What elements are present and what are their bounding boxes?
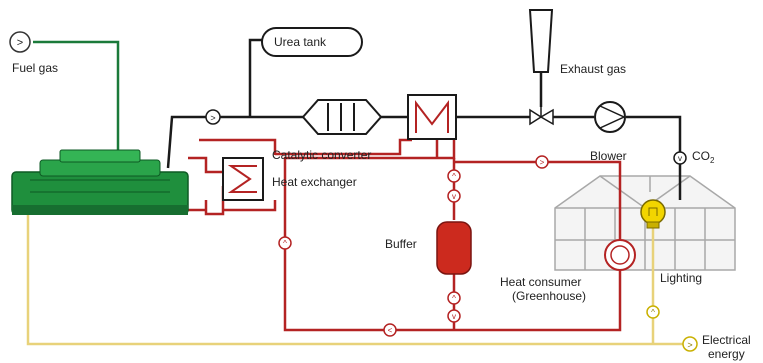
greenhouse-icon	[554, 175, 736, 271]
fuel-gas-arrow-icon: >	[9, 31, 31, 53]
lamp-icon	[640, 199, 666, 229]
blower-label: Blower	[590, 149, 627, 163]
svg-text:^: ^	[452, 294, 456, 303]
heat-consumer-label: Heat consumer	[500, 275, 581, 289]
heat-exchanger-label: Heat exchanger	[272, 175, 357, 189]
engine-icon	[11, 149, 189, 215]
fuel-gas-label: Fuel gas	[12, 61, 58, 75]
heat-consumer-icon	[604, 239, 636, 271]
flow-arrow-icon: ^	[447, 291, 461, 305]
catalytic-converter-icon	[301, 99, 383, 135]
svg-text:^: ^	[452, 172, 456, 181]
buffer-tank-icon	[436, 221, 472, 275]
svg-text:>: >	[687, 340, 692, 350]
heat-flow-markers: > ^ < ^ v ^ v	[278, 155, 549, 337]
svg-text:^: ^	[283, 239, 287, 248]
fuel-gas-line	[33, 40, 120, 172]
co2-flow-arrow-icon: v	[673, 151, 687, 165]
valve-icon	[529, 107, 554, 126]
svg-text:>: >	[210, 113, 215, 123]
electric-flow-arrow-icon: ^	[646, 305, 660, 319]
electrical-energy-label: Electrical	[702, 333, 751, 347]
catalytic-converter-label: Catalytic converter	[272, 148, 371, 162]
electrical-energy-arrow-icon: >	[682, 336, 698, 352]
svg-text:>: >	[17, 37, 23, 49]
flow-arrow-icon: v	[447, 189, 461, 203]
exhaust-heat-exchanger-icon	[407, 94, 457, 140]
exhaust-line	[166, 38, 682, 200]
svg-text:^: ^	[651, 308, 655, 317]
exhaust-flow-arrow-icon: >	[205, 109, 221, 125]
flow-arrow-icon: ^	[278, 236, 292, 250]
chimney-icon	[528, 9, 554, 73]
co2-label: CO2	[692, 149, 715, 165]
electrical-energy-label-2: energy	[708, 347, 745, 361]
svg-text:>: >	[540, 158, 545, 167]
lighting-label: Lighting	[660, 271, 702, 285]
flow-arrow-icon: >	[535, 155, 549, 169]
exhaust-gas-label: Exhaust gas	[560, 62, 626, 76]
svg-text:v: v	[678, 154, 682, 163]
urea-tank-icon	[261, 27, 363, 57]
flow-arrow-icon: <	[383, 323, 397, 337]
svg-text:v: v	[452, 312, 456, 321]
blower-icon	[594, 101, 626, 133]
buffer-label: Buffer	[385, 237, 417, 251]
greenhouse-label: (Greenhouse)	[512, 289, 586, 303]
flow-arrow-icon: ^	[447, 169, 461, 183]
svg-text:v: v	[452, 192, 456, 201]
flow-arrow-icon: v	[447, 309, 461, 323]
urea-tank-label: Urea tank	[274, 35, 327, 49]
svg-text:<: <	[388, 326, 393, 335]
heat-exchanger-icon	[222, 157, 264, 201]
electrical-line	[26, 213, 684, 346]
